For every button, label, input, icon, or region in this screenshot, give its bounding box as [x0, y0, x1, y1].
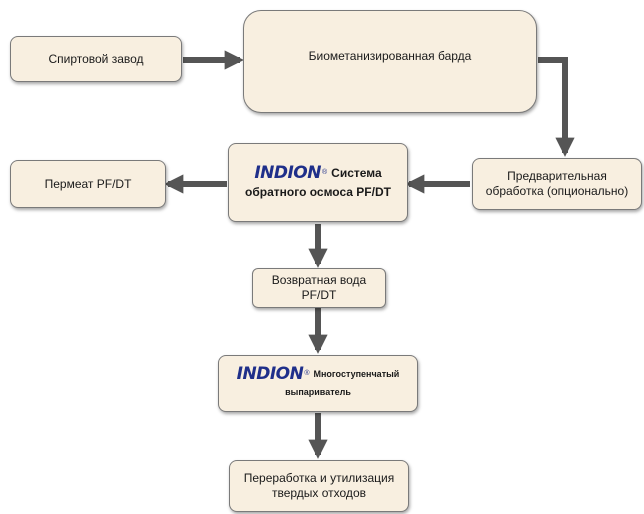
node-permeate: Пермеат PF/DT — [10, 160, 166, 208]
node-pretreatment-label: Предварительная обработка (опционально) — [485, 169, 629, 198]
ro-title-word: Система — [331, 165, 382, 180]
node-ro-system: INDION ® Система обратного осмоса PF/DT — [228, 143, 408, 222]
node-reject-water: Возвратная вода PF/DT — [252, 268, 386, 308]
indion-logo: INDION ® — [254, 162, 328, 183]
ro-title-line1: INDION ® Система — [254, 162, 382, 183]
arrow-vinasse-to-pretreatment — [538, 57, 575, 157]
evaporator-title-word: Многоступенчатый — [313, 369, 400, 379]
ro-title-line2: обратного осмоса PF/DT — [245, 184, 391, 199]
node-permeate-label: Пермеат PF/DT — [44, 176, 132, 191]
node-evaporator: INDION ® Многоступенчатый выпариватель — [218, 355, 418, 412]
node-reject-water-label: Возвратная вода PF/DT — [271, 273, 367, 302]
node-biomethanized-vinasse: Биометанизированная барда — [243, 10, 537, 113]
node-distillery-label: Спиртовой завод — [48, 51, 144, 66]
evaporator-title-line2: выпариватель — [285, 387, 351, 397]
node-distillery: Спиртовой завод — [10, 36, 182, 82]
node-pretreatment: Предварительная обработка (опционально) — [472, 158, 642, 210]
node-solid-waste: Переработка и утилизация твердых отходов — [229, 460, 409, 512]
node-vinasse-label: Биометанизированная барда — [308, 49, 472, 63]
node-solid-waste-label: Переработка и утилизация твердых отходов — [243, 471, 395, 500]
evaporator-title-line1: INDION ® Многоступенчатый — [236, 364, 400, 384]
indion-logo: INDION ® — [236, 364, 310, 384]
